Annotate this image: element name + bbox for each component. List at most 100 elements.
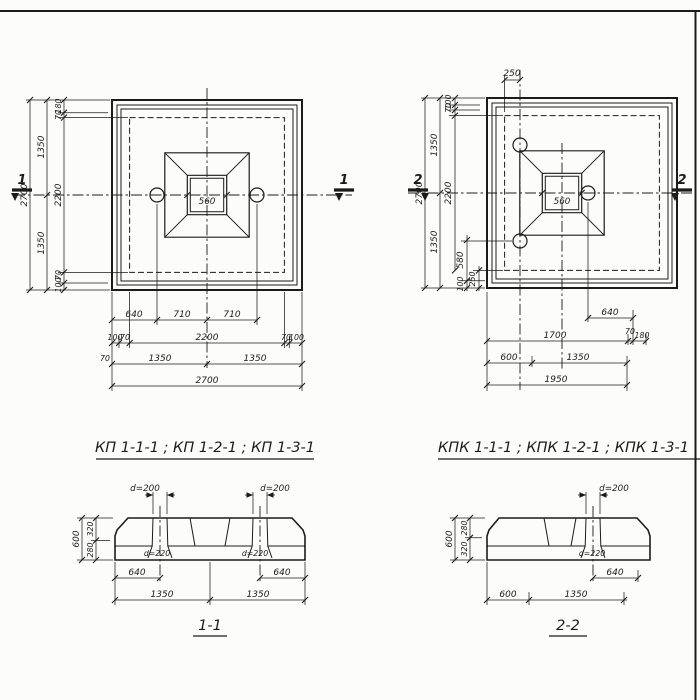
dim-label: 1350 (37, 135, 47, 158)
dim-label: 280 (86, 543, 95, 558)
dim-label: 100 (289, 333, 304, 342)
plan-outline (111, 99, 303, 291)
dim-label: 640 (125, 310, 142, 320)
dim-label: 2200 (54, 183, 64, 206)
pyramid-diagonals (519, 150, 605, 236)
hidden-edge (504, 115, 660, 271)
series-titles: КП 1-1-1 ; КП 1-2-1 ; КП 1-3-1 КПК 1-1-1… (95, 440, 700, 460)
dimension-lines (450, 492, 639, 605)
cup-inner (189, 177, 225, 213)
dim-label: 600 (500, 353, 517, 363)
dim-label: 2700 (196, 376, 219, 386)
centerlines (14, 88, 352, 368)
section-mark-label: 2 (413, 173, 422, 188)
dim-label: 640 (273, 568, 290, 578)
dim-label: 320 (86, 522, 95, 537)
dim-label: 600 (72, 530, 82, 547)
dim-label: 1350 (37, 231, 47, 254)
tick-marks (26, 76, 650, 604)
dim-label: 280 (460, 521, 469, 536)
section-outline (114, 517, 306, 561)
dim-label: 1350 (247, 590, 270, 600)
dim-label: 320 (460, 542, 469, 557)
dim-label: 1350 (149, 354, 172, 364)
dimension-lines (77, 492, 306, 605)
dim-label: 600 (499, 590, 516, 600)
dim-label: 1350 (430, 133, 440, 156)
hidden-edge (129, 117, 285, 273)
dim-label: 710 (223, 310, 240, 320)
diameter-label: d=220 (579, 549, 605, 558)
dim-label: 70 (281, 333, 291, 342)
sheet-frame (0, 10, 700, 700)
diameter-label: d=200 (260, 484, 290, 494)
plan-step-lines (491, 102, 673, 284)
plan-step-lines (116, 104, 298, 286)
dimension-lines (26, 99, 303, 391)
cup-dim-label: 560 (554, 197, 571, 207)
dim-label: 250 (468, 272, 477, 287)
centerlines (408, 70, 695, 390)
diameter-label: d=200 (130, 484, 160, 494)
diameter-label: d=200 (599, 484, 629, 494)
dimension-lines (421, 76, 647, 391)
anchor-hole (149, 187, 165, 203)
dim-label: 1350 (244, 354, 267, 364)
dim-label: 70 (625, 327, 635, 336)
dim-label: 2700 (415, 181, 425, 204)
dim-label: 1350 (430, 230, 440, 253)
section-2-2-view: d=200 d=220 600 280 320 640 600 1350 2-2 (445, 484, 651, 637)
dim-label: 2200 (196, 333, 219, 343)
section-mark-label: 1 (339, 173, 348, 188)
dim-label: 70 (54, 110, 63, 120)
dim-label: 2700 (20, 183, 30, 206)
section-arrow (421, 193, 679, 201)
hole-centerlines (159, 506, 261, 584)
series-title: КПК 1-1-1 ; КПК 1-2-1 ; КПК 1-3-1 (438, 440, 689, 456)
hole-channel (147, 517, 273, 559)
dim-label: 640 (601, 308, 618, 318)
dim-label: 70 (444, 103, 453, 113)
dim-label: 180 (54, 99, 63, 114)
diameter-label: d=220 (242, 549, 268, 558)
hole-channel (580, 517, 606, 559)
section-mark-label: 1 (17, 173, 26, 188)
cup-cavity (189, 517, 231, 547)
dim-label: 180 (635, 331, 650, 340)
cup-inner (544, 175, 580, 211)
section-title: 1-1 (198, 618, 222, 634)
dim-arrow (146, 492, 274, 498)
dim-label: 1700 (544, 331, 567, 341)
section-1-1-view: d=200 d=200 d=220 d=220 600 320 280 640 … (72, 484, 306, 637)
cup-dim-label: 560 (199, 197, 216, 207)
plan-outline (486, 97, 678, 289)
dim-label: 100 (456, 277, 465, 292)
dim-label: 100 (108, 333, 123, 342)
dim-label: 580 (456, 251, 466, 268)
pyramid-diagonals (164, 152, 250, 238)
dim-label: 1350 (567, 353, 590, 363)
dim-label: 100 (444, 95, 453, 110)
dim-label: 2200 (444, 181, 454, 204)
section-title: 2-2 (556, 618, 580, 634)
dim-label: 1350 (151, 590, 174, 600)
frame-line (0, 10, 700, 700)
plan-kp: 2700 1350 1350 180 70 2200 70 100 640 71… (11, 88, 354, 391)
dim-arrow (579, 492, 607, 498)
dim-label: 70 (120, 333, 130, 342)
dim-label: 710 (173, 310, 190, 320)
dim-label: 640 (606, 568, 623, 578)
section-outline (486, 517, 651, 561)
diameter-label: d=220 (144, 549, 170, 558)
dim-label: 70 (100, 354, 110, 363)
cup-cavity (543, 517, 577, 547)
dim-label: 100 (54, 278, 63, 293)
plan-kpk: 2700 1350 1350 100 70 2200 580 100 250 2… (408, 69, 695, 391)
dim-label: 1950 (545, 375, 568, 385)
dim-label: 640 (128, 568, 145, 578)
section-mark-label: 2 (677, 173, 686, 188)
dim-label: 250 (503, 69, 520, 79)
dim-label: 1350 (565, 590, 588, 600)
